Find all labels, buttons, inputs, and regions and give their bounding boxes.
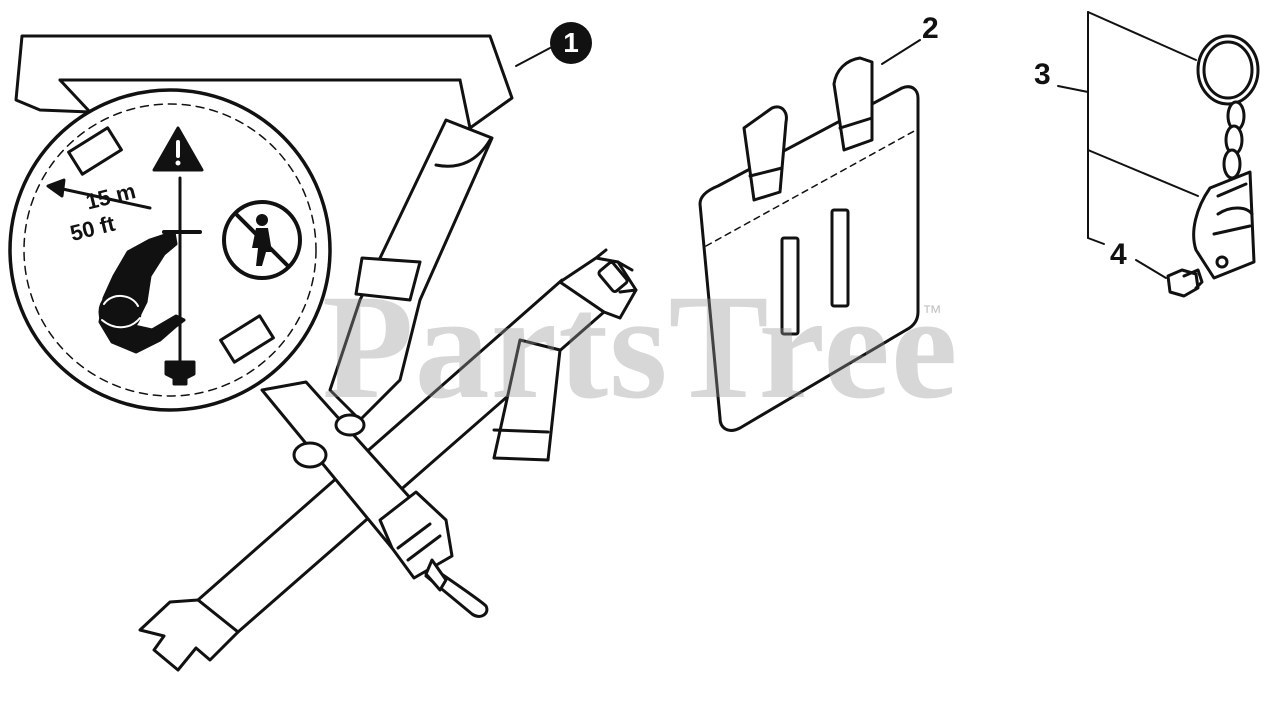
warning-decal: 15 m 50 ft bbox=[8, 88, 332, 412]
callout-item-2: 2 bbox=[922, 12, 939, 45]
callout-item-1: 1 bbox=[550, 22, 592, 64]
watermark: PartsTree bbox=[322, 264, 959, 430]
callout-item-4: 4 bbox=[1110, 238, 1127, 271]
bolt bbox=[1166, 268, 1204, 298]
watermark-trademark: ™ bbox=[922, 302, 942, 324]
leader-lines bbox=[515, 11, 1199, 279]
harness-strap-center bbox=[260, 380, 489, 618]
callout-item-3: 3 bbox=[1034, 58, 1051, 91]
harness-strap-long bbox=[138, 248, 638, 672]
harness-strap-top bbox=[14, 34, 514, 422]
hip-pad bbox=[698, 56, 920, 432]
hanger-clamp bbox=[1192, 34, 1260, 280]
